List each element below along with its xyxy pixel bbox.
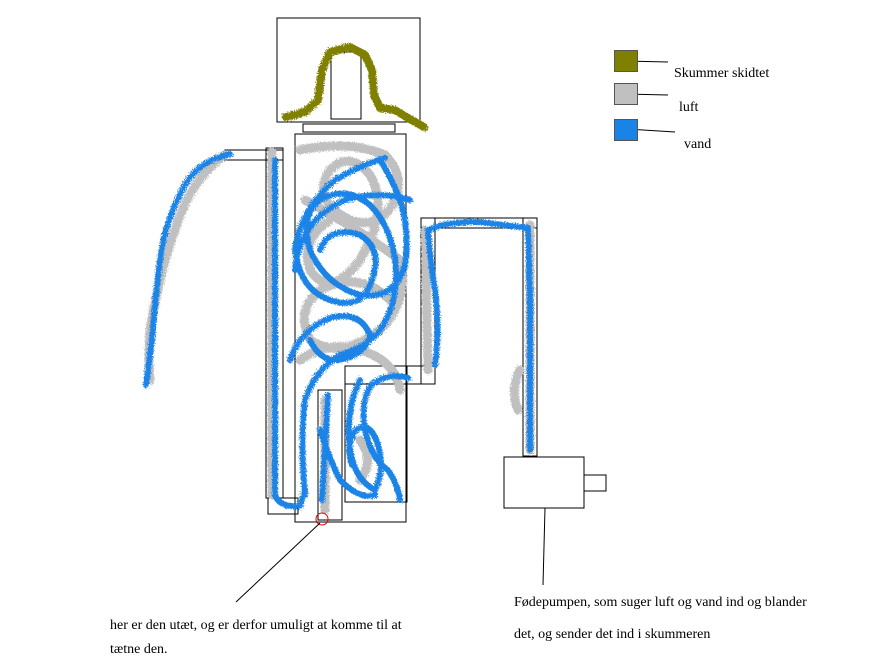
leak-marker: [315, 512, 329, 526]
pump-pointer-line: [542, 507, 546, 586]
feed-pump-body: [503, 456, 585, 509]
legend-label-luft: luft: [679, 100, 699, 115]
pump-annotation-line1: Fødepumpen, som suger luft og vand ind o…: [514, 595, 807, 610]
leak-annotation-line1: her er den utæt, og er derfor umuligt at…: [110, 618, 402, 633]
pump-annotation-line2: det, og sender det ind i skummeren: [514, 627, 711, 642]
legend-swatch-luft: [614, 83, 638, 105]
legend-label-skummer: Skummer skidtet: [674, 66, 770, 81]
water-flow-paths: [143, 151, 533, 510]
cup-collar: [302, 123, 396, 133]
legend-swatch-skummer: [614, 50, 638, 72]
leak-annotation-line2: tætne den.: [110, 642, 168, 657]
skimmer-body: [294, 133, 407, 523]
skimmed-dirt-path: [282, 43, 428, 131]
leak-pointer-line: [235, 522, 321, 603]
inner-tube: [317, 389, 343, 521]
cup-neck: [330, 51, 362, 120]
feed-pump-outlet: [583, 474, 607, 492]
right-feed-pipe: [522, 217, 538, 457]
legend-label-vand: vand: [684, 137, 712, 152]
legend-swatch-vand: [614, 119, 638, 141]
collection-cup: [276, 17, 421, 123]
